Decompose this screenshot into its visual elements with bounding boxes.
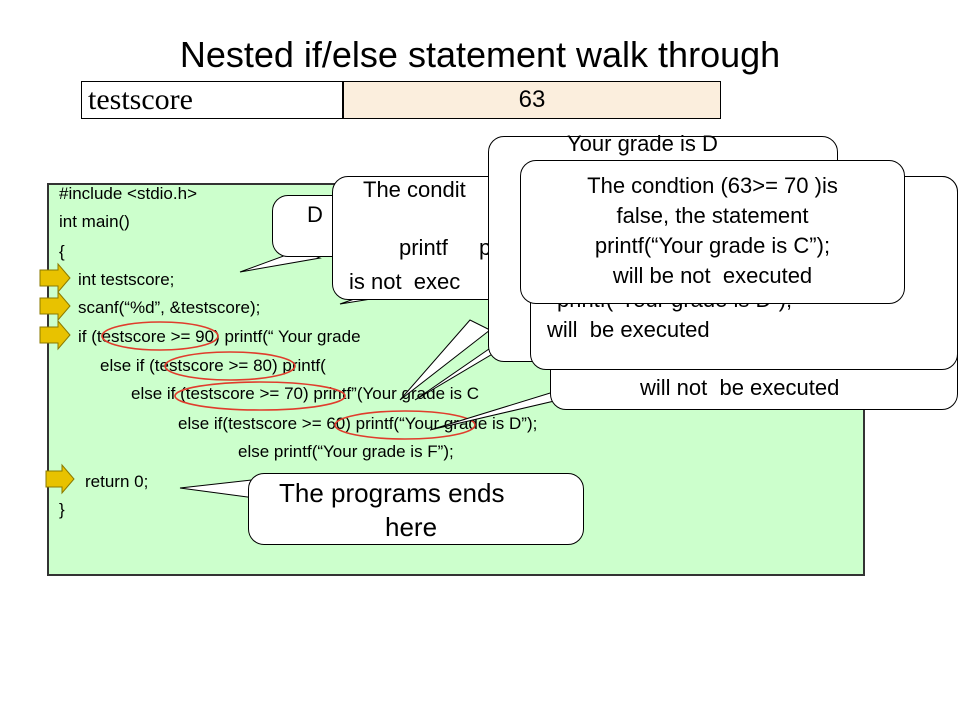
arrow-icon: [39, 262, 71, 294]
code-line-close-brace: }: [59, 500, 65, 519]
callout-program-ends: The programs ends here: [248, 473, 584, 545]
variable-name: testscore: [88, 83, 193, 116]
highlight-ellipse: [164, 351, 296, 381]
variable-name-box: [81, 81, 343, 119]
callout-condition-false: The condtion (63>= 70 )is false, the sta…: [520, 160, 905, 304]
arrow-icon: [39, 319, 71, 351]
highlight-ellipse: [174, 381, 346, 411]
arrow-icon: [45, 463, 75, 495]
highlight-ellipse: [334, 410, 476, 440]
code-line-declare: int testscore;: [78, 270, 175, 289]
code-line-return: return 0;: [85, 472, 149, 491]
code-line-include: #include <stdio.h>: [59, 184, 197, 203]
variable-value: 63: [343, 81, 721, 119]
code-line-else-f: else printf(“Your grade is F”);: [238, 442, 454, 461]
code-line-scanf: scanf(“%d”, &testscore);: [78, 298, 261, 317]
code-line-main: int main(): [59, 212, 130, 231]
arrow-icon: [39, 290, 71, 322]
page-title: Nested if/else statement walk through: [179, 34, 781, 75]
code-line-if-60: else if(testscore >= 60) printf(“Your gr…: [178, 414, 538, 433]
highlight-ellipse: [101, 321, 219, 351]
callout-tail: [399, 319, 491, 401]
code-line-open-brace: {: [59, 242, 65, 261]
